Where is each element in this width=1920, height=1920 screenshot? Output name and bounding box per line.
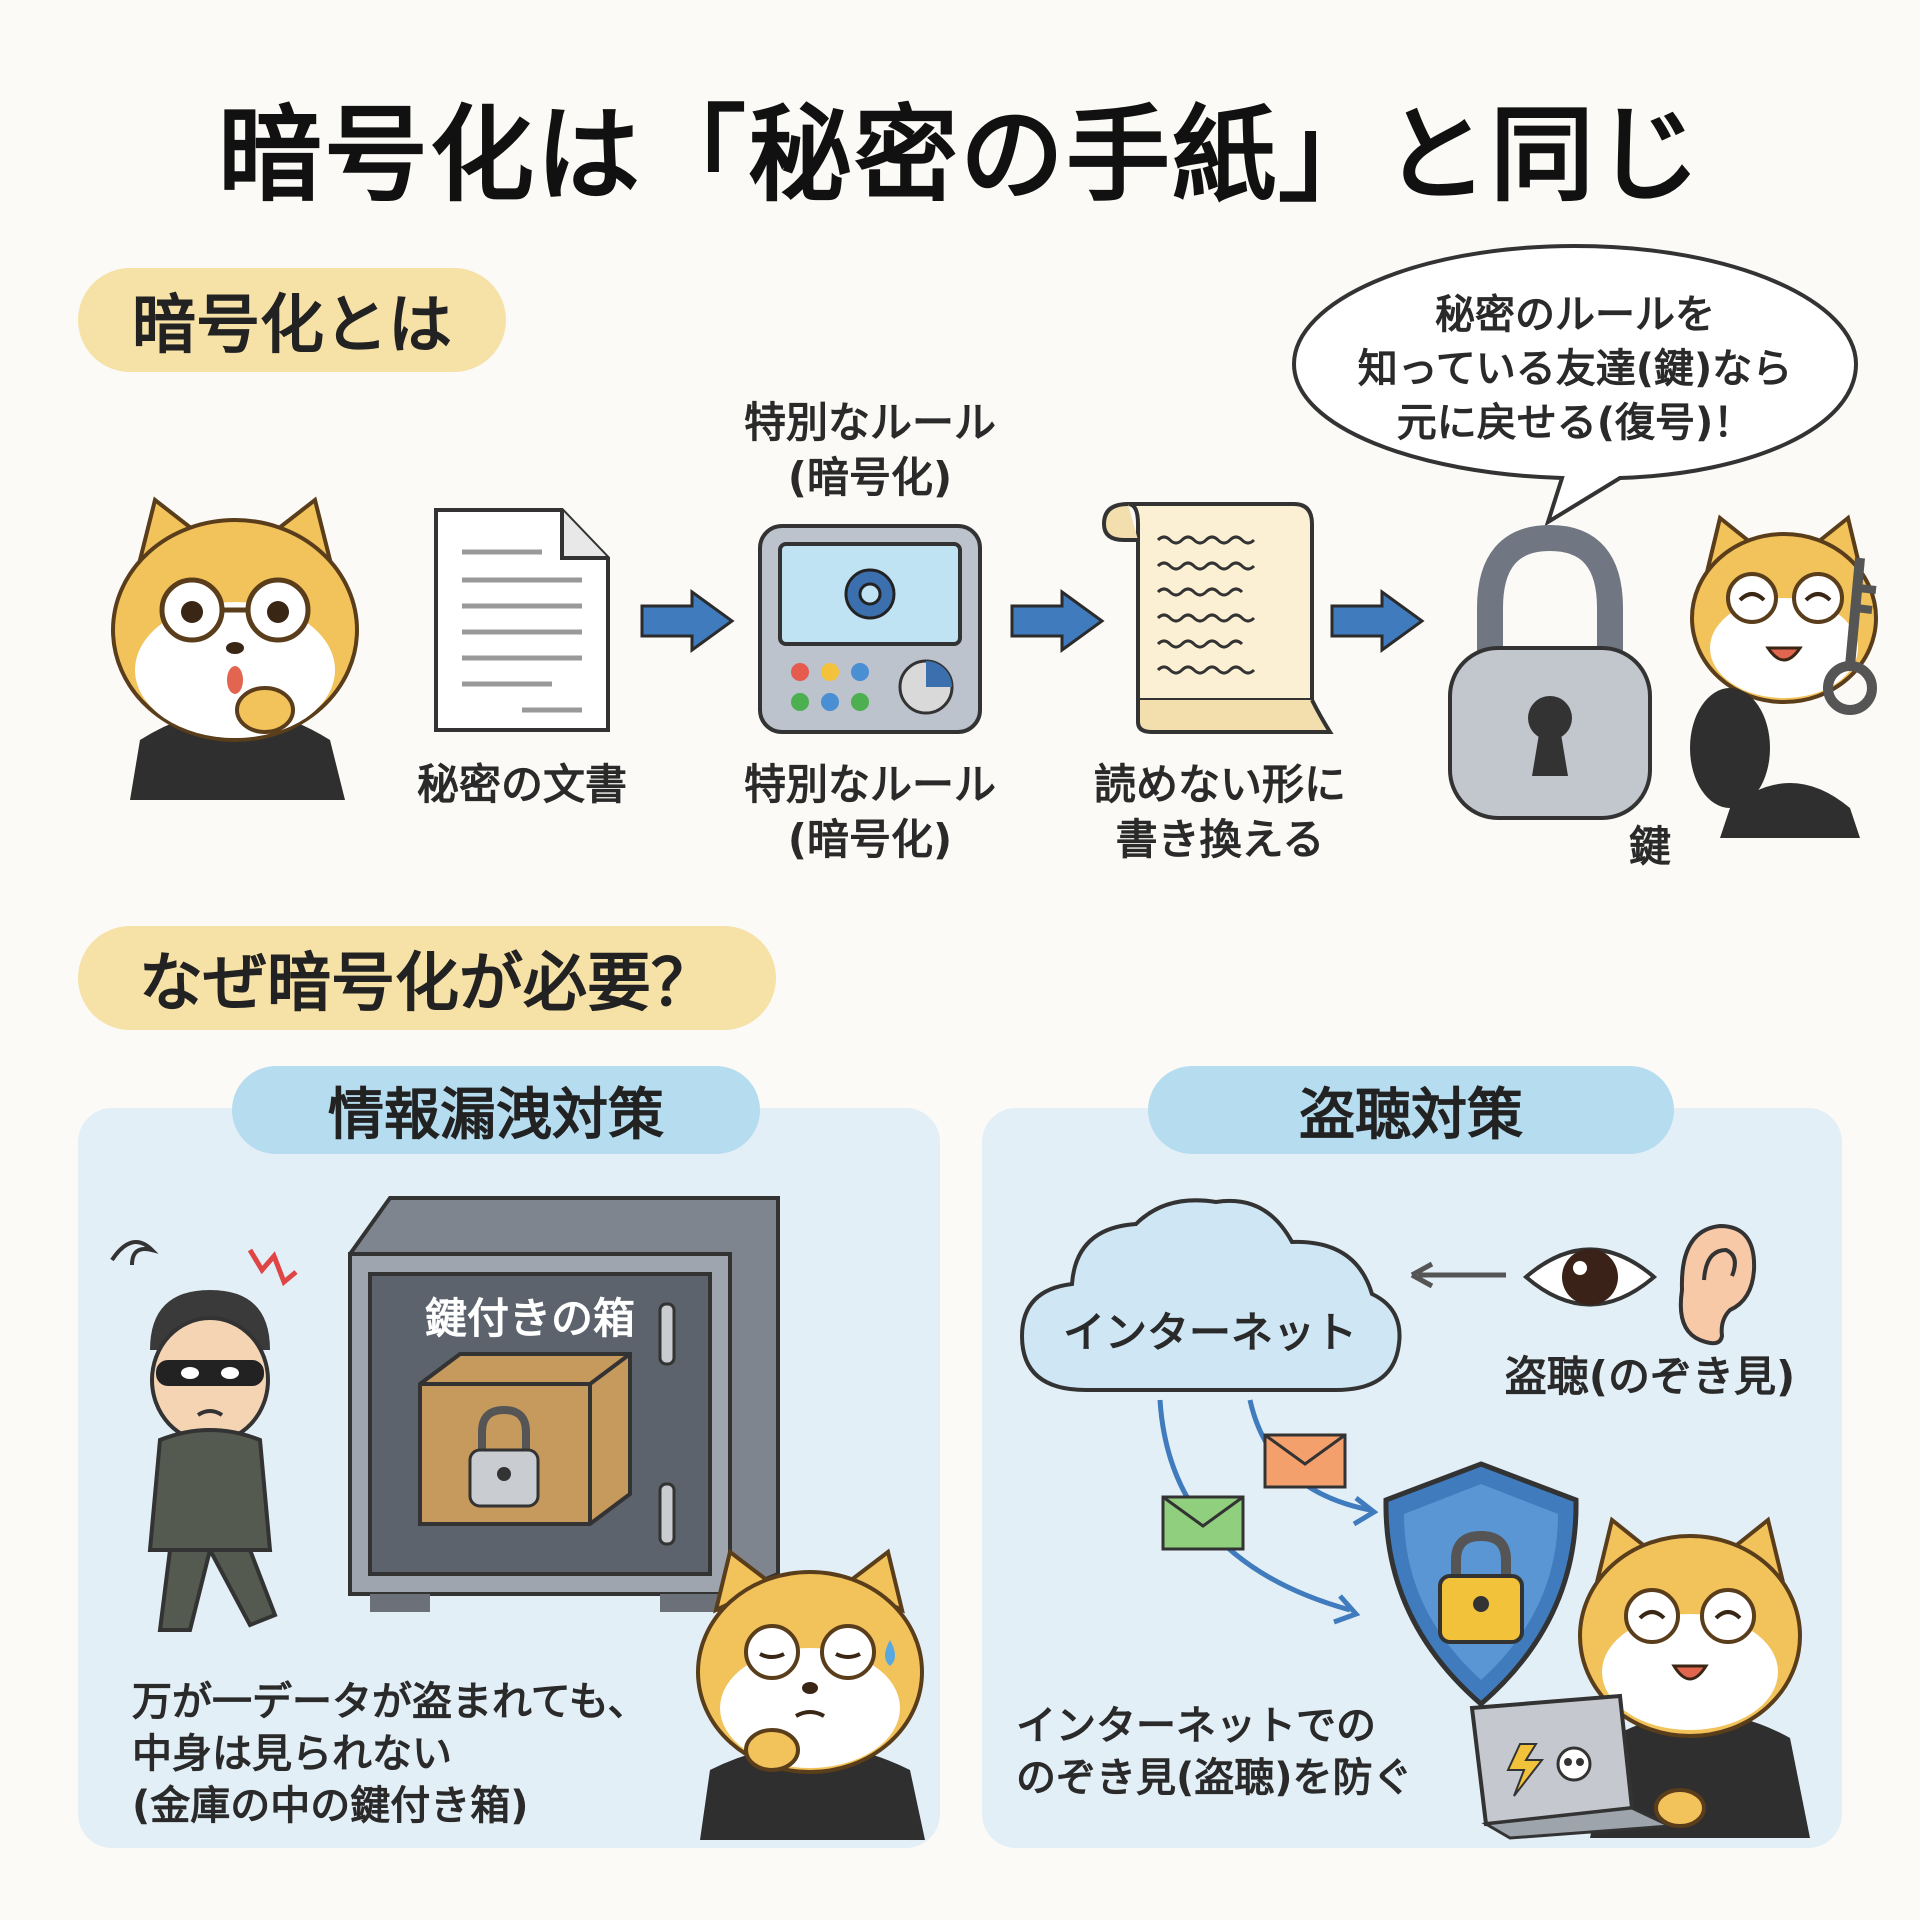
- scroll-label-line-1: 読めない形に: [1093, 760, 1346, 809]
- safe-icon: [348, 1196, 780, 1612]
- arrow-right-icon: [1010, 589, 1105, 653]
- eavesdropping-label: 盗聴(のぞき見): [1504, 1352, 1796, 1401]
- speech-bubble-icon: [1291, 243, 1859, 527]
- envelope-icon: [1263, 1433, 1347, 1489]
- rule-bottom-line-2: (暗号化): [787, 814, 953, 864]
- rule-top-label: 特別なルール (暗号化): [720, 396, 1020, 505]
- bubble-line-3: 元に戻せる(復号)！: [1396, 400, 1754, 446]
- eavesdrop-prevention-caption: インターネットでの のぞき見(盗聴)を防ぐ: [1016, 1700, 1516, 1804]
- scroll-icon: [1101, 502, 1334, 734]
- scroll-label-line-2: 書き換える: [1115, 814, 1325, 864]
- section-heading-what-is-encryption: 暗号化とは: [78, 268, 506, 372]
- padlock-key-dog-icon: [1448, 514, 1878, 838]
- eaves-caption-line-2: のぞき見(盗聴)を防ぐ: [1016, 1755, 1413, 1801]
- eavesdrop-prevention-heading: 盗聴対策: [1148, 1066, 1674, 1154]
- shield-lock-icon: [1383, 1461, 1579, 1708]
- cloud-icon: [1019, 1198, 1402, 1392]
- rule-top-line-1: 特別なルール: [743, 398, 996, 447]
- document-label: 秘密の文書: [416, 760, 627, 809]
- rule-bottom-label: 特別なルール (暗号化): [720, 758, 1020, 867]
- scroll-label: 読めない形に 書き換える: [1070, 758, 1370, 867]
- arrow-right-icon: [1330, 589, 1425, 653]
- dog-mascot-worried-icon: [696, 1548, 925, 1840]
- eaves-caption-line-1: インターネットでの: [1016, 1703, 1376, 1749]
- arrow-left-icon: [1410, 1261, 1506, 1289]
- bubble-line-2: 知っている友達(鍵)なら: [1357, 346, 1793, 392]
- arrow-right-icon: [640, 589, 735, 653]
- dog-mascot-curious-icon: [111, 496, 359, 800]
- bubble-line-1: 秘密のルールを: [1435, 292, 1715, 338]
- page-title: 暗号化は「秘密の手紙」と同じ: [217, 94, 1702, 216]
- rule-bottom-line-1: 特別なルール: [743, 760, 996, 809]
- leak-caption-line-2: 中身は見られない: [132, 1731, 452, 1777]
- leak-prevention-caption: 万が一データが盗まれても、 中身は見られない (金庫の中の鍵付き箱): [132, 1676, 692, 1832]
- ear-icon: [1678, 1223, 1757, 1346]
- leak-caption-line-3: (金庫の中の鍵付き箱): [132, 1783, 529, 1829]
- key-label: 鍵: [1628, 822, 1671, 871]
- cipher-machine-icon: [758, 524, 982, 734]
- thief-icon: [110, 1240, 298, 1632]
- dog-mascot-laptop-icon: [1469, 1516, 1810, 1840]
- leak-prevention-heading: 情報漏洩対策: [232, 1066, 760, 1154]
- speech-bubble-text: 秘密のルールを 知っている友達(鍵)なら 元に戻せる(復号)！: [1300, 288, 1850, 450]
- leak-caption-line-1: 万が一データが盗まれても、: [132, 1679, 648, 1725]
- locked-box-label: 鍵付きの箱: [424, 1294, 635, 1343]
- section-heading-why-encryption: なぜ暗号化が必要？: [78, 926, 776, 1030]
- envelope-icon: [1161, 1495, 1245, 1551]
- internet-label: インターネット: [1062, 1308, 1357, 1357]
- document-icon: [434, 508, 610, 732]
- eye-icon: [1522, 1247, 1658, 1307]
- rule-top-line-2: (暗号化): [787, 452, 953, 502]
